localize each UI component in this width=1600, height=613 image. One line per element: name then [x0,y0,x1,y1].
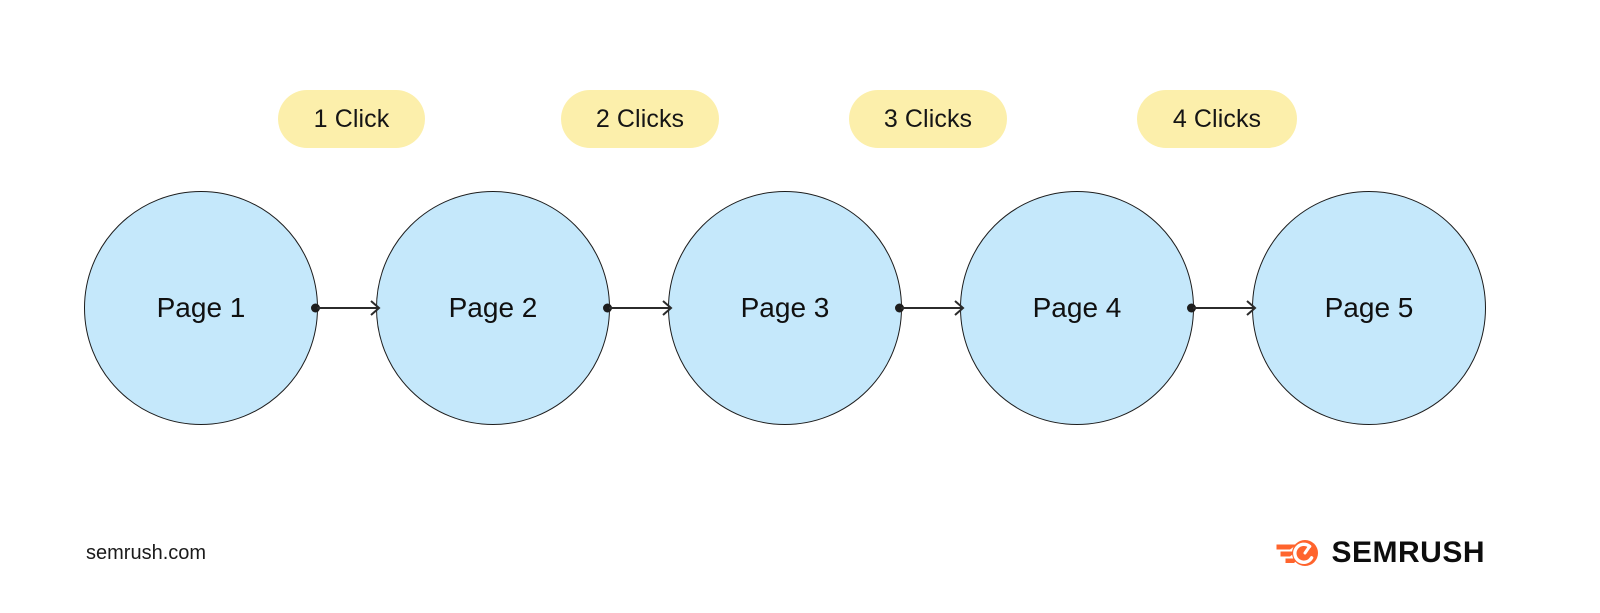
page-node-label: Page 2 [448,292,538,323]
click-pill-label: 4 Clicks [1172,104,1262,133]
click-pill: 4 Clicks [1137,90,1297,148]
page-node: Page 5 [1252,191,1486,425]
semrush-wordmark: SEMRUSH [1331,536,1485,569]
page-node-label: Page 5 [1324,292,1414,323]
connector-arrow [895,300,965,316]
page-node-label: Page 3 [740,292,830,323]
source-url: semrush.com [86,542,207,564]
connector-arrow [603,300,673,316]
click-pill-label: 3 Clicks [883,104,973,133]
page-node: Page 1 [84,191,318,425]
page-node: Page 3 [668,191,902,425]
page-node: Page 2 [376,191,610,425]
semrush-logo: SEMRUSH [1275,535,1485,571]
click-pill: 3 Clicks [849,90,1007,148]
connector-arrow [1187,300,1257,316]
click-pill-label: 1 Click [313,104,390,133]
page-node: Page 4 [960,191,1194,425]
click-pill: 2 Clicks [561,90,719,148]
page-node-label: Page 1 [156,292,246,323]
connector-arrow [311,300,381,316]
semrush-comet-icon [1276,540,1319,566]
page-node-label: Page 4 [1032,292,1122,323]
click-pill-label: 2 Clicks [595,104,685,133]
click-pill: 1 Click [278,90,425,148]
